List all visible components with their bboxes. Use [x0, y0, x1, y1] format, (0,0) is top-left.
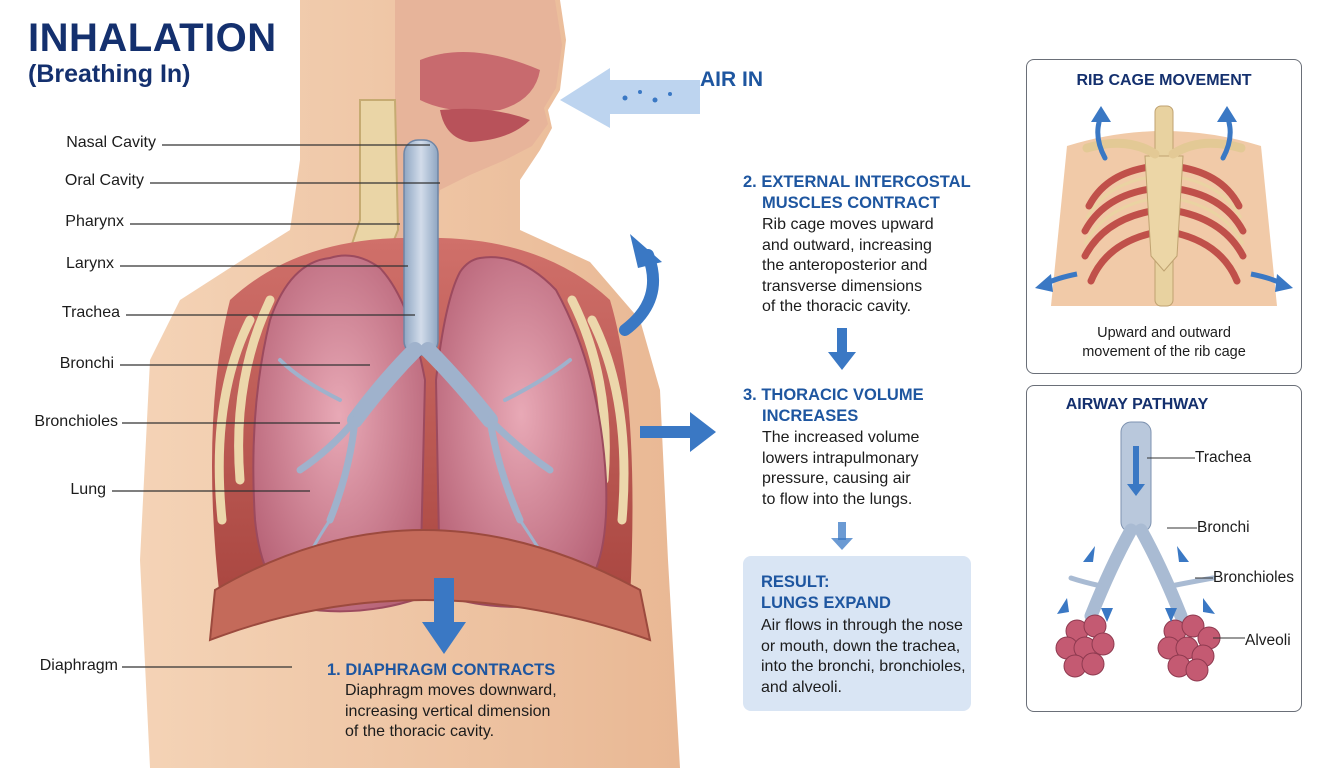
step-1: 1. DIAPHRAGM CONTRACTS Diaphragm moves d…: [327, 660, 587, 743]
airway-pathway-panel: AIRWAY PATHWAY: [1026, 385, 1302, 712]
step-2-line: and outward, increasing: [762, 236, 932, 254]
trachea-tube: [403, 139, 439, 356]
step-1-line: increasing vertical dimension: [345, 702, 551, 720]
alveoli-cluster-left: [1055, 614, 1115, 678]
label-lung: Lung: [70, 481, 106, 498]
result-line: Air flows in through the nose: [761, 617, 963, 634]
airflow-arrow-icons: [1057, 446, 1215, 622]
page-subtitle: (Breathing In): [28, 60, 191, 88]
label-larynx: Larynx: [65, 255, 114, 272]
alveoli-cluster-right: [1157, 614, 1221, 682]
rib-panel-title: RIB CAGE MOVEMENT: [1076, 72, 1252, 89]
step-3-body: The increased volume lowers intrapulmona…: [762, 428, 993, 510]
rib-out-arrow-icon-small: [1035, 271, 1293, 292]
label-trachea: Trachea: [61, 304, 120, 321]
result-heading-line: LUNGS EXPAND: [761, 594, 891, 612]
flow-down-arrow-icon: [828, 328, 856, 370]
airway-panel-title: AIRWAY PATHWAY: [1065, 396, 1209, 413]
step-2-line: Rib cage moves upward: [762, 216, 934, 233]
label-oral-cavity: Oral Cavity: [64, 172, 144, 189]
nasal-cavity-shape: [420, 52, 540, 112]
result-body: Air flows in through the nose or mouth, …: [761, 616, 971, 698]
label-leader-lines: [112, 144, 440, 668]
step-1-line: of the thoracic cavity.: [345, 723, 495, 740]
airway-label-bronchi: Bronchi: [1197, 519, 1250, 536]
label-diaphragm: Diaphragm: [39, 657, 118, 674]
air-in-label: AIR IN: [700, 68, 763, 91]
airway-label-alveoli: Alveoli: [1245, 632, 1291, 649]
step-3-heading-line: INCREASES: [762, 407, 859, 425]
rib-panel-caption: Upward and outward movement of the rib c…: [1027, 324, 1301, 362]
step-3-line: pressure, causing air: [762, 470, 911, 487]
step-3-line: lowers intrapulmonary: [762, 449, 919, 467]
step-1-body: Diaphragm moves downward, increasing ver…: [345, 681, 587, 743]
airway-label-trachea: Trachea: [1195, 449, 1252, 466]
result-line: into the bronchi, bronchioles,: [761, 658, 966, 675]
rib-cage-illustration: [1035, 105, 1293, 307]
rib-up-arrow-icon: [619, 234, 662, 336]
chest-out-arrow-icon: [640, 412, 716, 452]
step-2-line: transverse dimensions: [762, 277, 923, 295]
label-bronchi: Bronchi: [59, 355, 114, 372]
step-3-heading: 3. THORACIC VOLUME INCREASES: [743, 385, 993, 427]
diaphragm-down-arrow-icon: [422, 578, 466, 654]
oral-cavity-shape: [440, 108, 530, 142]
airway-illustration: [1055, 421, 1245, 682]
step-1-heading: 1. DIAPHRAGM CONTRACTS: [327, 661, 556, 679]
airway-label-bronchioles: Bronchioles: [1213, 569, 1294, 586]
result-heading-line: RESULT:: [761, 573, 830, 591]
step-3-heading-line: 3. THORACIC VOLUME: [743, 386, 924, 404]
result-heading: RESULT: LUNGS EXPAND: [761, 572, 891, 614]
step-2-line: the anteroposterior and: [762, 257, 928, 274]
label-pharynx: Pharynx: [65, 213, 124, 230]
result-line: or mouth, down the trachea,: [761, 637, 961, 655]
step-2-line: of the thoracic cavity.: [762, 298, 912, 315]
result-line: and alveoli.: [761, 678, 842, 696]
rib-cage-panel: RIB CAGE MOVEMENT: [1026, 59, 1302, 374]
step-3-line: to flow into the lungs.: [762, 490, 913, 508]
step-2-heading-line: MUSCLES CONTRACT: [762, 194, 940, 212]
result-box: RESULT: LUNGS EXPAND Air flows in throug…: [743, 556, 971, 711]
label-bronchioles: Bronchioles: [34, 413, 118, 430]
step-3: 3. THORACIC VOLUME INCREASES The increas…: [743, 385, 993, 510]
step-2-heading-line: 2. EXTERNAL INTERCOSTAL: [743, 173, 971, 191]
label-nasal-cavity: Nasal Cavity: [66, 134, 156, 151]
step-3-line: The increased volume: [762, 429, 920, 446]
rib-caption-line: Upward and outward: [1097, 325, 1231, 341]
diaphragm-muscle: [208, 529, 652, 642]
step-2-body: Rib cage moves upward and outward, incre…: [762, 215, 993, 318]
flow-down-arrow-icon-2: [831, 522, 853, 550]
step-2-heading: 2. EXTERNAL INTERCOSTAL MUSCLES CONTRACT: [743, 172, 993, 214]
step-1-line: Diaphragm moves downward,: [345, 682, 557, 699]
air-in-arrow-icon: [560, 68, 700, 128]
rib-caption-line: movement of the rib cage: [1082, 344, 1246, 360]
page-title: INHALATION: [28, 16, 277, 60]
step-2: 2. EXTERNAL INTERCOSTAL MUSCLES CONTRACT…: [743, 172, 993, 318]
